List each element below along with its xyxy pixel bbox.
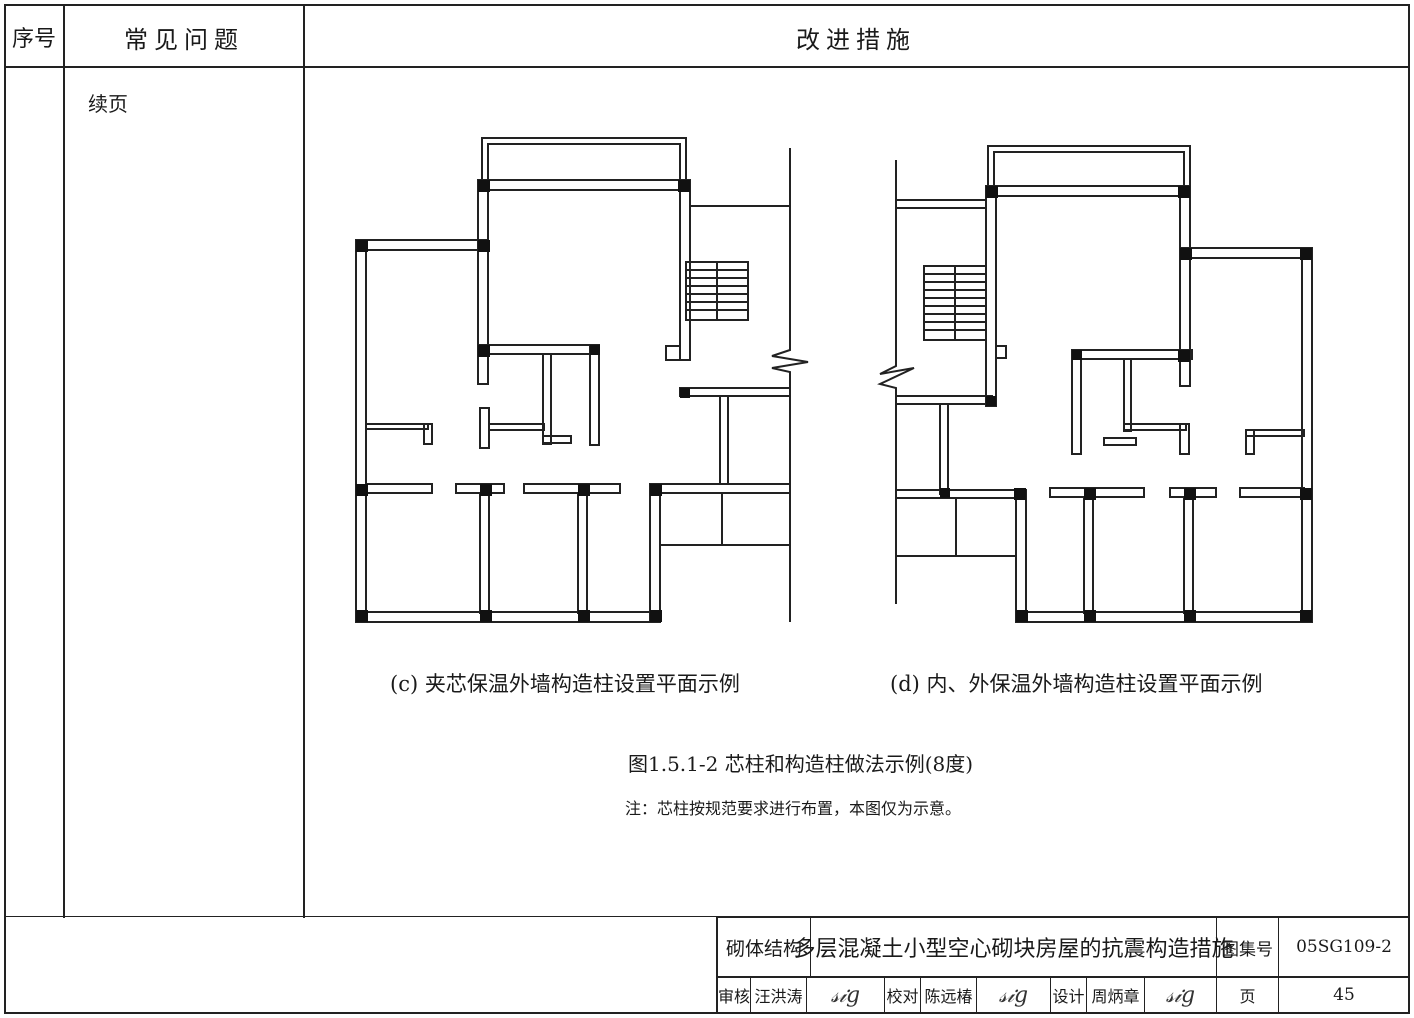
page-label: 页: [1239, 987, 1256, 1006]
frame-left: [4, 4, 6, 1014]
col-divider-1: [63, 4, 65, 918]
drawing-title: 多层混凝土小型空心砌块房屋的抗震构造措施: [793, 937, 1234, 962]
plan-d: [877, 145, 1313, 623]
reviewer-name: 汪洪涛: [754, 987, 803, 1006]
figure-note: 注：芯柱按规范要求进行布置，本图仅为示意。: [625, 799, 962, 818]
designer-signature: 𝓈𝒾𝑔: [1165, 982, 1196, 1008]
plan-c: [355, 137, 809, 623]
checker-signature: 𝓈𝒾𝑔: [998, 982, 1029, 1008]
figure-title: 图1.5.1-2 芯柱和构造柱做法示例(8度): [628, 752, 974, 776]
check-label: 校对: [886, 987, 919, 1006]
checker-name: 陈远椿: [924, 987, 973, 1006]
col-divider-2: [303, 4, 305, 918]
header-common-problems: 常见问题: [124, 25, 244, 54]
figure-d-caption: (d) 内、外保温外墙构造柱设置平面示例: [890, 672, 1263, 696]
header-divider: [4, 66, 1410, 68]
frame-bottom: [4, 1012, 1410, 1014]
header-seq: 序号: [11, 27, 56, 52]
page-number: 45: [1333, 985, 1355, 1005]
frame-right: [1408, 4, 1410, 1014]
figure-c-caption: (c) 夹芯保温外墙构造柱设置平面示例: [390, 672, 740, 696]
category-label: 砌体结构: [725, 937, 802, 960]
reviewer-signature: 𝓈𝒾𝑔: [830, 982, 861, 1008]
atlas-label: 图集号: [1222, 939, 1273, 960]
design-label: 设计: [1052, 987, 1085, 1006]
continuation-label: 续页: [88, 92, 128, 116]
review-label: 审核: [718, 987, 751, 1006]
frame-top: [4, 4, 1410, 6]
designer-name: 周炳章: [1091, 987, 1140, 1006]
atlas-number: 05SG109-2: [1296, 937, 1392, 957]
header-improvements: 改进措施: [796, 25, 916, 54]
content-bottom: [4, 916, 716, 917]
